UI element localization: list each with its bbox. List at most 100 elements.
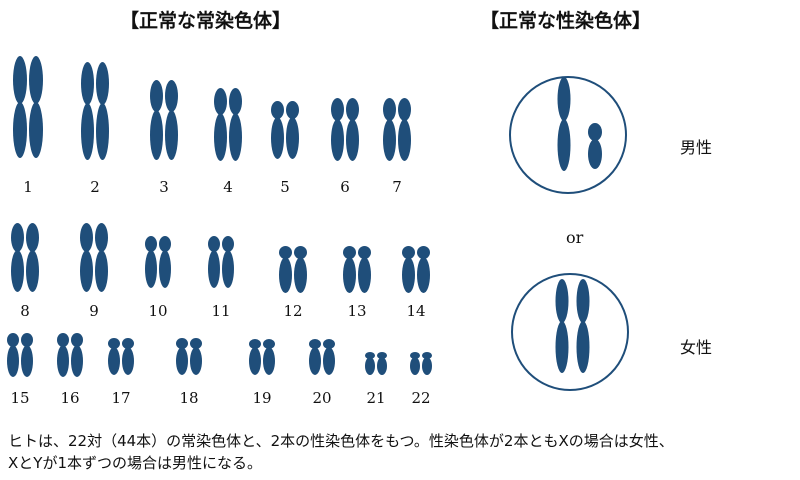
chromatid-right-upper-arm	[26, 223, 39, 252]
chromatid-right-upper-arm	[21, 333, 33, 347]
chromosome-number: 6	[340, 178, 350, 196]
x-chromatid-upper-arm	[576, 279, 590, 323]
chromosome-pair-22: 22	[410, 352, 432, 407]
x-chromatid-lower-arm	[576, 321, 590, 373]
chromatid-right-lower-arm	[26, 250, 39, 292]
chromosome-pair-11: 11	[208, 236, 234, 320]
chromatid-left-upper-arm	[80, 223, 93, 252]
chromatid-right-upper-arm	[294, 246, 307, 259]
chromosome-number: 18	[179, 389, 198, 407]
caption-line-1: ヒトは、22対（44本）の常染色体と、2本の性染色体をもつ。性染色体が2本ともX…	[8, 432, 674, 450]
chromatid-right-upper-arm	[222, 236, 234, 252]
chromosome-number: 3	[159, 178, 169, 196]
chromatid-left-upper-arm	[383, 98, 396, 121]
chromatid-right-lower-arm	[29, 102, 43, 158]
chromatid-left-upper-arm	[343, 246, 356, 259]
sex-chromosome-title: 【正常な性染色体】	[480, 10, 652, 32]
chromatid-right-lower-arm	[294, 257, 307, 293]
chromatid-right-lower-arm	[346, 119, 359, 161]
chromatid-left-lower-arm	[271, 117, 284, 159]
chromosome-number: 2	[90, 178, 100, 196]
chromatid-right-lower-arm	[323, 347, 335, 375]
chromosome-number: 10	[148, 302, 167, 320]
y-chromatid-upper-arm	[588, 123, 602, 141]
chromosome-pair-10: 10	[145, 236, 171, 320]
chromatid-left-lower-arm	[7, 345, 19, 377]
chromosome-number: 14	[406, 302, 425, 320]
chromosome-pair-19: 19	[249, 339, 275, 407]
chromosome-number: 4	[223, 178, 233, 196]
chromatid-left-upper-arm	[13, 56, 27, 104]
chromosome-number: 21	[366, 389, 385, 407]
chromatid-right-upper-arm	[229, 88, 242, 115]
chromatid-left-upper-arm	[81, 62, 94, 105]
y-chromatid-lower-arm	[588, 139, 602, 169]
chromatid-right-lower-arm	[398, 119, 411, 161]
chromatid-left-lower-arm	[145, 250, 157, 288]
chromatid-left-lower-arm	[57, 345, 69, 377]
chromosome-number: 20	[312, 389, 331, 407]
male-chromosomes	[557, 77, 602, 171]
chromatid-left-upper-arm	[331, 98, 344, 121]
x-chromatid-lower-arm	[557, 119, 571, 171]
chromatid-right-upper-arm	[422, 352, 432, 359]
chromosome-pair-21: 21	[365, 352, 387, 407]
chromosome-number: 8	[20, 302, 30, 320]
chromatid-left-lower-arm	[402, 257, 415, 293]
chromosome-number: 19	[252, 389, 271, 407]
or-label: or	[566, 228, 584, 247]
chromosome-pair-14: 14	[402, 246, 430, 320]
chromatid-right-lower-arm	[229, 113, 242, 161]
chromosome-pair-8: 8	[11, 223, 39, 320]
chromosome-pair-1: 1	[13, 56, 43, 196]
chromosome-number: 22	[411, 389, 430, 407]
chromatid-right-upper-arm	[122, 338, 134, 349]
chromatid-right-upper-arm	[358, 246, 371, 259]
chromosome-pair-9: 9	[80, 223, 108, 320]
male-circle	[509, 76, 627, 194]
chromatid-left-lower-arm	[108, 347, 120, 375]
chromatid-left-upper-arm	[279, 246, 292, 259]
chromatid-right-lower-arm	[159, 250, 171, 288]
chromatid-left-upper-arm	[176, 338, 188, 349]
chromatid-right-lower-arm	[222, 250, 234, 288]
chromatid-right-lower-arm	[358, 257, 371, 293]
chromatid-left-upper-arm	[249, 339, 261, 349]
chromatid-right-upper-arm	[190, 338, 202, 349]
x-chromosome	[555, 279, 569, 373]
chromosome-pair-4: 4	[214, 88, 242, 196]
chromatid-right-lower-arm	[377, 357, 387, 375]
chromatid-left-upper-arm	[365, 352, 375, 359]
chromatid-right-upper-arm	[346, 98, 359, 121]
chromatid-right-upper-arm	[377, 352, 387, 359]
chromosome-pair-7: 7	[383, 98, 411, 196]
chromosome-pair-6: 6	[331, 98, 359, 196]
chromatid-left-lower-arm	[279, 257, 292, 293]
chromatid-right-lower-arm	[95, 250, 108, 292]
chromatid-left-upper-arm	[309, 339, 321, 349]
chromosome-number: 15	[10, 389, 29, 407]
autosome-title: 【正常な常染色体】	[120, 10, 292, 32]
chromatid-left-lower-arm	[383, 119, 396, 161]
x-chromatid-lower-arm	[555, 321, 569, 373]
chromatid-right-upper-arm	[165, 80, 178, 112]
chromatid-right-upper-arm	[96, 62, 109, 105]
chromatid-right-upper-arm	[263, 339, 275, 349]
chromatid-right-upper-arm	[95, 223, 108, 252]
caption: ヒトは、22対（44本）の常染色体と、2本の性染色体をもつ。性染色体が2本ともX…	[8, 430, 798, 474]
chromatid-right-lower-arm	[21, 345, 33, 377]
chromatid-left-lower-arm	[331, 119, 344, 161]
chromosome-pair-5: 5	[271, 101, 299, 196]
chromatid-right-upper-arm	[323, 339, 335, 349]
chromatid-left-lower-arm	[11, 250, 24, 292]
chromosome-pair-3: 3	[150, 80, 178, 196]
female-chromosomes	[555, 279, 590, 373]
chromatid-left-lower-arm	[343, 257, 356, 293]
chromosome-number: 1	[23, 178, 33, 196]
chromatid-left-lower-arm	[80, 250, 93, 292]
chromatid-right-lower-arm	[165, 110, 178, 160]
x-chromatid-upper-arm	[555, 279, 569, 323]
chromatid-right-lower-arm	[422, 357, 432, 375]
